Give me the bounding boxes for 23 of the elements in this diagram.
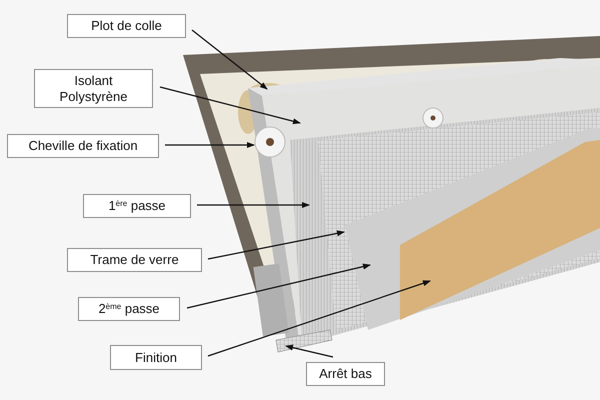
- label-text: Arrêt bas: [318, 366, 373, 382]
- label-text: Plot de colle: [90, 18, 163, 34]
- leader-line: [186, 264, 371, 309]
- label-text: Isolant Polystyrène: [58, 72, 128, 104]
- label-text: Trame de verre: [89, 252, 180, 268]
- label-box: [83, 194, 191, 218]
- leader-line: [160, 86, 301, 124]
- label-box: [110, 345, 202, 370]
- label-box: [67, 248, 202, 272]
- label-box: [67, 14, 186, 38]
- leader-line: [165, 142, 255, 148]
- label-box: [7, 134, 159, 158]
- label-text: Cheville de fixation: [27, 138, 139, 154]
- label-text: 2$^{ème}$ passe: [97, 301, 161, 317]
- leader-line: [192, 30, 268, 90]
- label-box: [78, 297, 180, 321]
- label-text: 1$^{ère}$ passe: [107, 198, 167, 214]
- label-box: [34, 69, 153, 108]
- label-text: Finition: [134, 350, 178, 366]
- leader-line: [208, 230, 345, 260]
- label-box: [306, 362, 385, 386]
- leader-line: [208, 280, 431, 357]
- leader-line: [197, 202, 310, 208]
